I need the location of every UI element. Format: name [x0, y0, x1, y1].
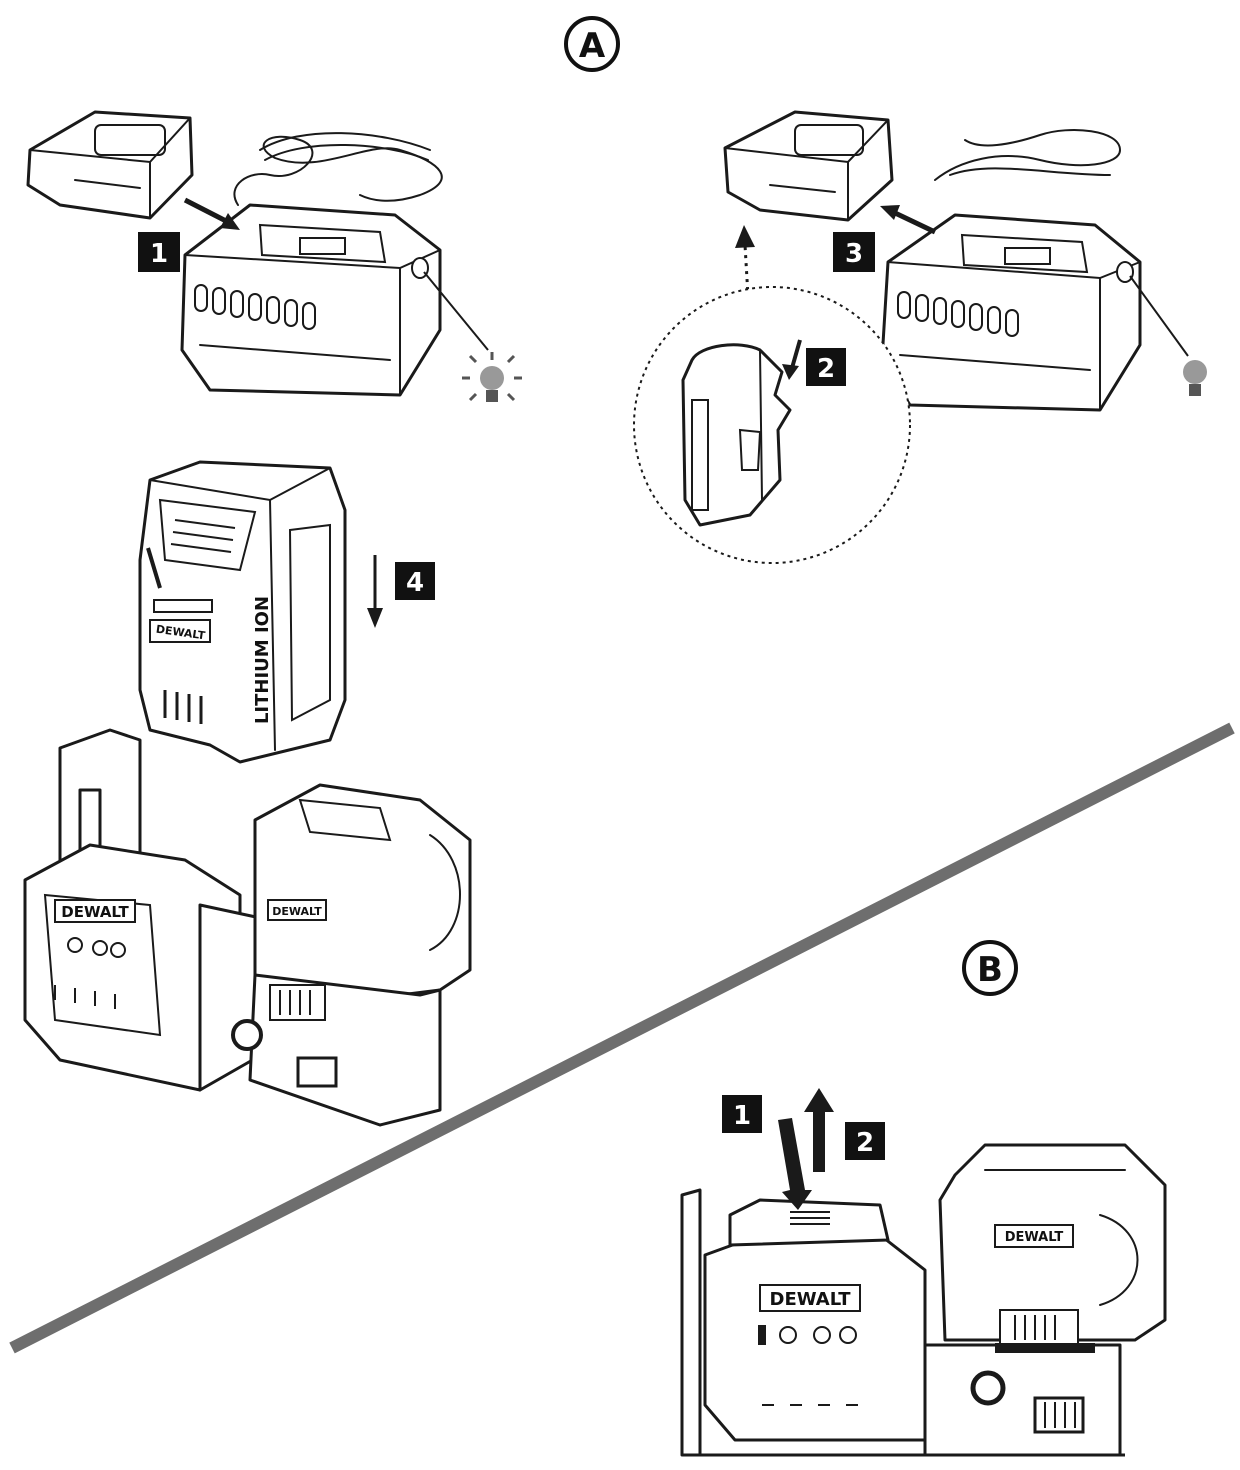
insert-arrow-1 [183, 197, 240, 230]
svg-text:DEWALT: DEWALT [770, 1289, 852, 1310]
charger-right [880, 129, 1189, 412]
release-latch-detail [633, 286, 911, 564]
panel-b-label: B [962, 940, 1018, 996]
svg-text:LITHIUM ION: LITHIUM ION [252, 596, 273, 724]
lift-arrow-dotted [735, 225, 755, 331]
svg-text:2: 2 [817, 354, 835, 384]
lift-arrow-b2 [804, 1088, 834, 1172]
step-badge-b1: 1 [722, 1095, 762, 1133]
svg-text:3: 3 [845, 239, 863, 269]
step-badge-b2: 2 [845, 1122, 885, 1160]
laser-level-a: DEWALT DEWALT [23, 728, 472, 1127]
step-badge-a3: 3 [833, 232, 875, 272]
panel-divider [9, 722, 1235, 1354]
laser-level-b: DEWALT DEWALT [680, 1143, 1167, 1457]
step-badge-a2: 2 [806, 348, 846, 386]
svg-text:DEWALT: DEWALT [61, 903, 129, 921]
svg-text:1: 1 [150, 239, 168, 269]
panel-a-label: A [564, 16, 620, 72]
lightbulb-off-icon [1183, 360, 1207, 396]
svg-text:1: 1 [733, 1101, 751, 1131]
svg-text:DEWALT: DEWALT [1005, 1230, 1064, 1245]
battery-pack-large: DEWALT LITHIUM ION [138, 460, 347, 764]
svg-text:4: 4 [406, 568, 424, 598]
remove-arrow-3 [880, 205, 937, 235]
svg-text:2: 2 [856, 1128, 874, 1158]
battery-pack-small-right [723, 110, 894, 222]
press-arrow-b1 [778, 1118, 812, 1210]
lightbulb-lit-icon [462, 352, 522, 402]
step-badge-a1: 1 [138, 232, 180, 272]
charger-left [180, 132, 489, 397]
battery-pack-small-left [26, 110, 194, 220]
svg-text:A: A [579, 26, 606, 66]
svg-text:DEWALT: DEWALT [272, 905, 322, 918]
insert-arrow-4 [367, 555, 383, 628]
svg-text:B: B [977, 950, 1003, 990]
step-badge-a4: 4 [395, 562, 435, 600]
